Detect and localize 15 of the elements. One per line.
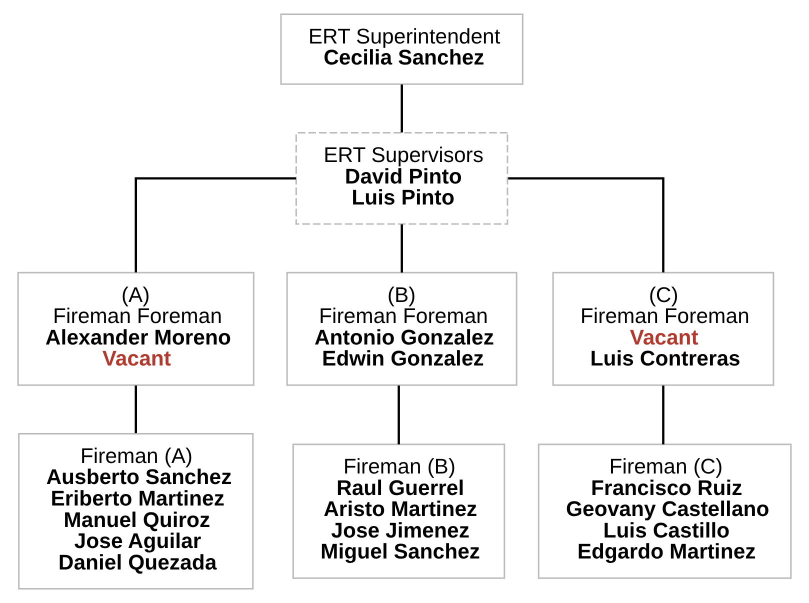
- node-box: (A) Fireman Foreman Alexander Moreno Vacant: [17, 272, 254, 386]
- connector: [400, 84, 403, 132]
- connector: [398, 386, 400, 444]
- node-box: Fireman (C) Francisco Ruiz Geovany Castellano Luis Castillo Edgardo Martinez: [538, 444, 792, 579]
- node-box: Fireman (B) Raul Guerrel Aristo Martinez Jose Jimenez Miguel Sanchez: [292, 444, 506, 579]
- node-box: ERT Superintendent Cecilia Sanchez: [280, 14, 524, 85]
- node-box: ERT Supervisors David Pinto Luis Pinto: [295, 132, 508, 225]
- connector: [662, 386, 664, 444]
- node-box: (B) Fireman Foreman Antonio Gonzalez Edwin Gonzalez: [286, 272, 518, 386]
- connector: [508, 177, 664, 272]
- connector: [134, 177, 296, 272]
- node-box: (C) Fireman Foreman Vacant Luis Contreras: [552, 272, 774, 386]
- connector: [134, 386, 137, 434]
- node-box: Fireman (A) Ausberto Sanchez Eriberto Martinez Manuel Quiroz Jose Aguilar Daniel Quezada: [18, 432, 254, 590]
- connector: [400, 224, 403, 273]
